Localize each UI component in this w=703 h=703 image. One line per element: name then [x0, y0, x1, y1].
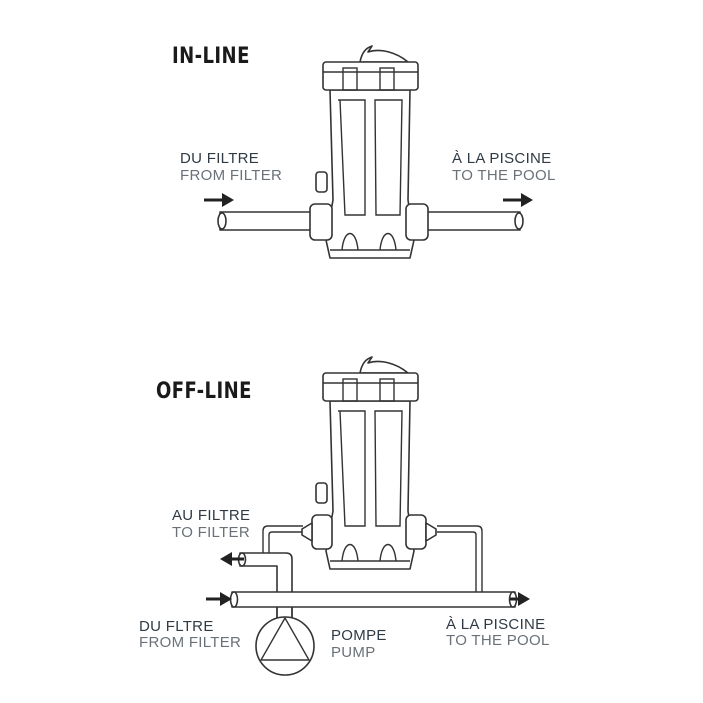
- offline-title: OFF-LINE: [156, 379, 252, 404]
- inline-outlet-arrow-icon: [503, 193, 533, 207]
- inline-title: IN-LINE: [172, 44, 250, 69]
- offline-inlet-label-en: FROM FILTER: [139, 634, 242, 651]
- inline-outlet-label-en: TO THE POOL: [452, 167, 556, 184]
- offline-to-filter-label-fr: AU FILTRE: [172, 507, 251, 524]
- offline-to-filter-arrow-icon: [220, 552, 244, 566]
- inline-inlet-label-en: FROM FILTER: [180, 167, 283, 184]
- offline-main-pipe: [231, 591, 516, 608]
- offline-pump-label-en: PUMP: [331, 644, 376, 661]
- inline-outlet-pipe: [425, 211, 521, 231]
- inline-inlet-label-fr: DU FILTRE: [180, 150, 260, 167]
- offline-inlet-label-fr: DU FLTRE: [139, 618, 214, 635]
- offline-to-filter-label-en: TO FILTER: [172, 524, 250, 541]
- offline-setup: [206, 356, 530, 676]
- inline-setup: [204, 45, 533, 259]
- offline-outlet-label-en: TO THE POOL: [446, 632, 550, 649]
- pump-icon: [255, 616, 315, 676]
- offline-inlet-arrow-icon: [206, 592, 232, 606]
- offline-connectors: [301, 514, 437, 550]
- offline-to-filter-pipe: [239, 552, 293, 619]
- offline-outlet-arrow-icon: [510, 592, 530, 606]
- inline-outlet-label-fr: À LA PISCINE: [452, 150, 552, 167]
- inline-inlet-pipe: [219, 211, 313, 231]
- offline-pump-label-fr: POMPE: [331, 627, 387, 644]
- offline-outlet-label-fr: À LA PISCINE: [446, 616, 546, 633]
- inline-inlet-arrow-icon: [204, 193, 234, 207]
